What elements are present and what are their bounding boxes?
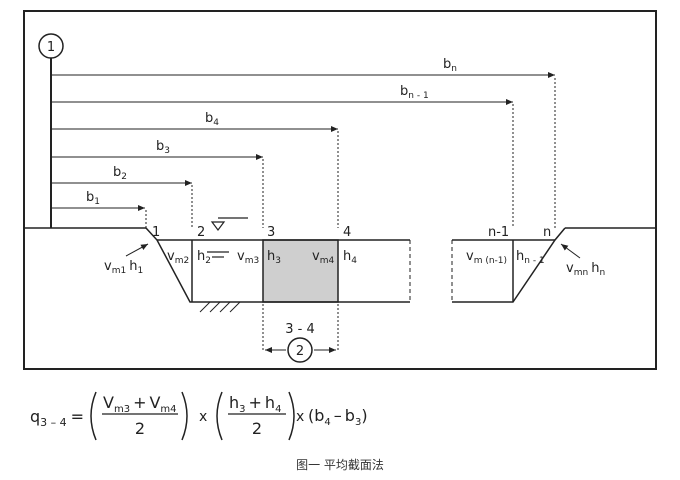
- paren-right-1: [181, 391, 188, 441]
- pointer-vm1: [125, 243, 149, 257]
- label-vmn1: vm (n-1): [466, 249, 507, 266]
- label-hn1: hn - 1: [516, 249, 545, 266]
- label-h2: h2: [197, 249, 211, 266]
- svg-text:2: 2: [135, 419, 145, 438]
- svg-text:(b4–b3): (b4–b3): [308, 406, 368, 428]
- formula: q3 – 4= Vm3+Vm4 2 x h3+h4 2 x (b4–b3): [30, 391, 368, 441]
- svg-text:q3 – 4=: q3 – 4=: [30, 407, 84, 429]
- dashed-guides: [145, 78, 556, 228]
- paren-right-2: [288, 391, 295, 441]
- marker-1-label: 1: [47, 40, 55, 55]
- channel-left-bank: [145, 227, 410, 303]
- section-number-1: 1: [152, 225, 160, 240]
- label-vm4: vm4: [312, 249, 334, 266]
- label-bn1: bn - 1: [400, 84, 429, 101]
- svg-text:x: x: [199, 409, 207, 425]
- marker-1-circle: [38, 33, 64, 59]
- paren-left-2: [216, 391, 223, 441]
- svg-text:2: 2: [252, 419, 262, 438]
- bed-hatching: [199, 301, 241, 313]
- label-b3: b3: [156, 139, 170, 156]
- label-b1: b1: [86, 190, 100, 207]
- label-vm2: vm2: [167, 249, 189, 266]
- diagram-frame: [23, 10, 657, 370]
- svg-text:Vm3+Vm4: Vm3+Vm4: [103, 393, 177, 415]
- water-level-icon: [207, 217, 248, 258]
- section-number-4: 4: [343, 225, 351, 240]
- section-number-2: 2: [197, 225, 205, 240]
- label-h3: h3: [267, 249, 281, 266]
- label-b2: b2: [113, 165, 127, 182]
- label-vm3: vm3: [237, 249, 259, 266]
- channel-right-bank: [452, 227, 566, 303]
- paren-left-1: [90, 391, 97, 441]
- subsection-3-4: [262, 239, 339, 303]
- section-number-n: n: [543, 225, 551, 240]
- marker-2-circle: [287, 337, 313, 363]
- pointer-vmn: [560, 243, 581, 259]
- range-label: 3 - 4: [285, 322, 315, 337]
- svg-text:h3+h4: h3+h4: [229, 393, 281, 415]
- label-b4: b4: [205, 111, 219, 128]
- figure-caption: 图一 平均截面法: [296, 458, 384, 472]
- svg-text:x: x: [296, 409, 304, 425]
- section-number-n1: n-1: [488, 225, 509, 240]
- marker-2-label: 2: [296, 344, 304, 359]
- section-number-3: 3: [267, 225, 275, 240]
- label-bn: bn: [443, 57, 457, 74]
- label-h4: h4: [343, 249, 357, 266]
